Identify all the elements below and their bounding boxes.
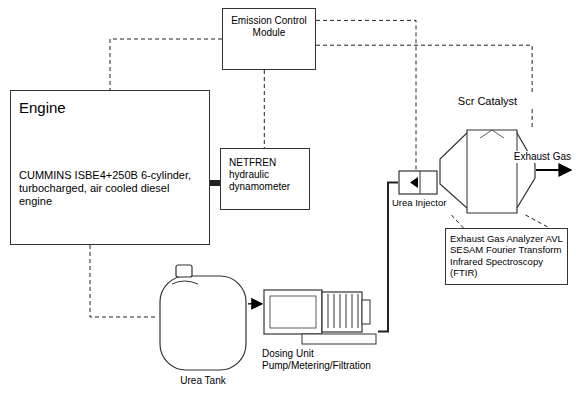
urea-tank-outline (158, 262, 248, 372)
dynamometer-box: NETFREN hydraulic dynamometer (220, 148, 310, 210)
urea-tank: Urea Tank (158, 262, 248, 372)
flow-line (210, 180, 220, 186)
flow-line (248, 303, 262, 305)
node-label: Emission Control Module (229, 15, 309, 39)
node-label: Scr Catalyst (440, 95, 535, 108)
signal-line (316, 45, 532, 128)
node-label: Urea Injector (392, 197, 446, 208)
engine-box: EngineCUMMINS ISBE4+250B 6-cylinder, tur… (10, 90, 210, 245)
node-label: Engine (19, 99, 201, 117)
urea-injector-outline (398, 170, 438, 195)
urea-injector: Urea Injector (398, 170, 438, 195)
signal-line (316, 20, 416, 170)
node-label: Dosing Unit Pump/Metering/Filtration (262, 348, 387, 372)
dosing-unit: Dosing Unit Pump/Metering/Filtration (262, 288, 378, 346)
signal-line (110, 39, 222, 90)
node-label: NETFREN hydraulic dynamometer (229, 157, 301, 193)
control-module-box: Emission Control Module (222, 8, 316, 70)
scr-catalyst: Scr Catalyst (440, 128, 535, 215)
analyzer-box: Exhaust Gas Analyzer AVL SESAM Fourier T… (445, 228, 568, 285)
node-label: Exhaust Gas Analyzer AVL SESAM Fourier T… (450, 233, 563, 279)
flow-label: Exhaust Gas (513, 151, 572, 163)
dosing-unit-outline (262, 288, 378, 346)
node-label: Urea Tank (148, 375, 258, 387)
signal-line (451, 215, 463, 228)
exhaust-arrow (536, 169, 571, 171)
signal-line (90, 245, 158, 317)
signal-line (264, 70, 265, 148)
scr-catalyst-outline (440, 128, 535, 215)
node-body: CUMMINS ISBE4+250B 6-cylinder, turbochar… (19, 169, 201, 209)
signal-line (526, 215, 550, 228)
